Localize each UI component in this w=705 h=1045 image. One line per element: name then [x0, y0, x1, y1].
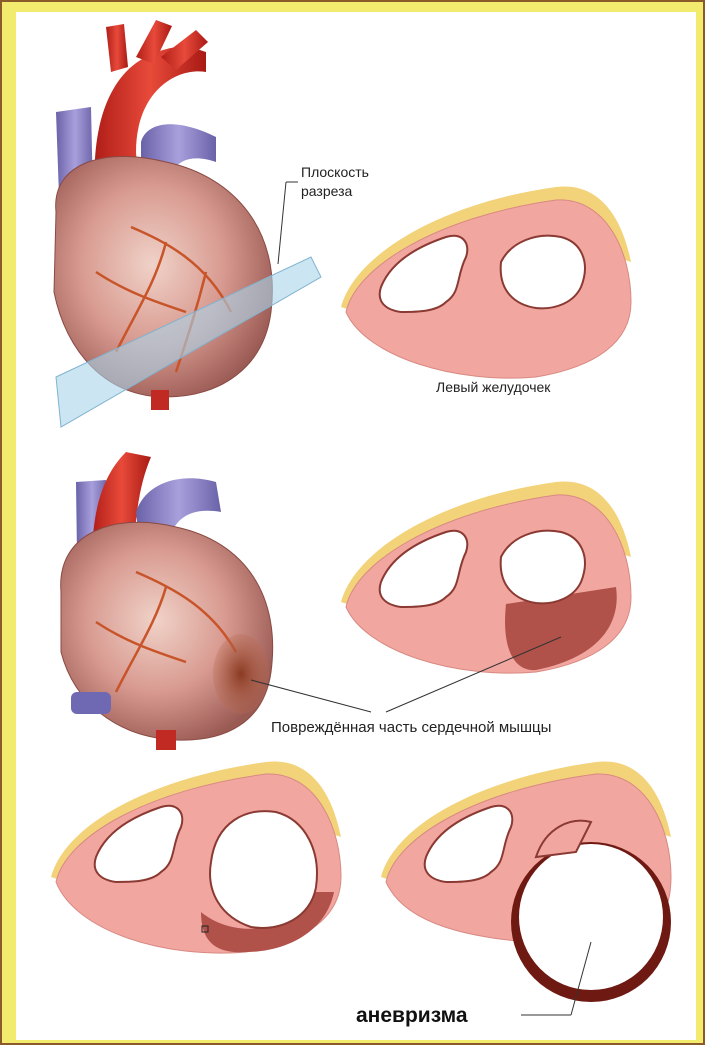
damaged-area [213, 634, 269, 714]
cross-section-scar [51, 761, 341, 953]
aneurysm-cavity [519, 844, 663, 990]
aorta-stub-bottom [151, 390, 169, 410]
illustration-panel: Плоскость разреза Левый желудочек [16, 12, 696, 1040]
cross-section-aneurysm [381, 761, 671, 1002]
left-ventricle-label: Левый желудочек [436, 379, 551, 395]
left-ventricle-cavity [501, 236, 585, 309]
heart-diagram: Плоскость разреза Левый желудочек [16, 12, 696, 1040]
damaged-muscle-label: Повреждённая часть сердечной мышцы [271, 719, 551, 736]
cross-section-damaged [341, 481, 631, 673]
heart-illustration-top [54, 20, 321, 427]
damage-leader-1 [251, 680, 371, 712]
cut-plane-leader-line [278, 182, 286, 264]
aortic-branch-1 [106, 24, 128, 72]
dilated-cavity [210, 811, 317, 928]
cross-section-normal [341, 186, 631, 378]
aneurysm-label: аневризма [356, 1004, 468, 1027]
heart-illustration-middle [61, 452, 273, 750]
cut-plane-label-line2: разреза [301, 183, 353, 199]
cut-plane-label-line1: Плоскость [301, 164, 369, 180]
